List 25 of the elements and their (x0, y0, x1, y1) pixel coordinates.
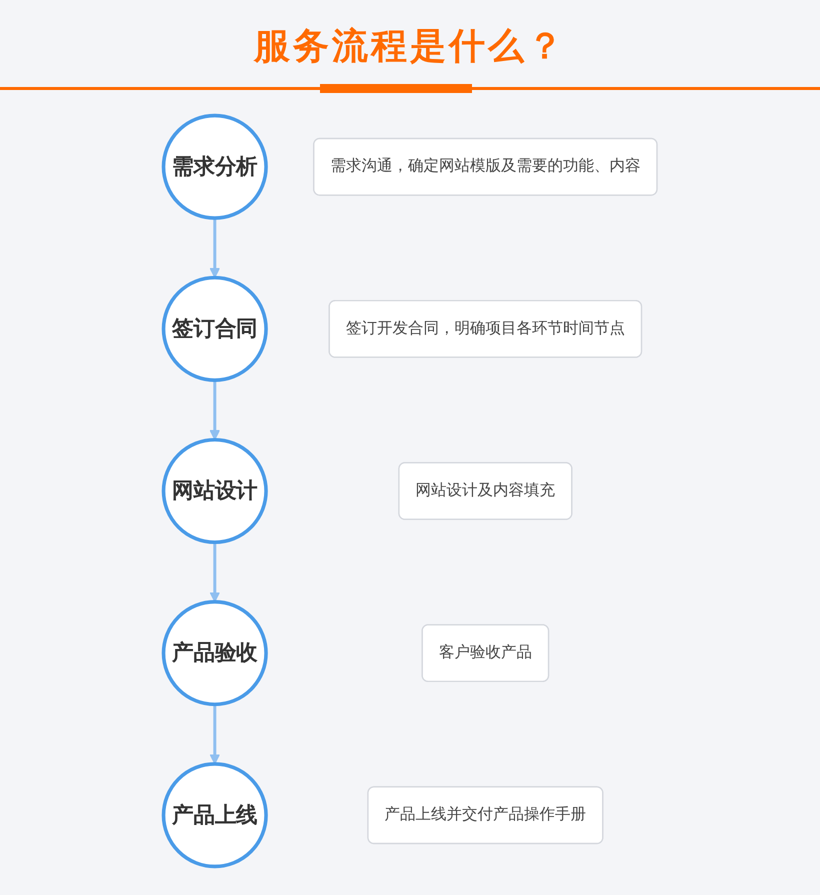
step-circle (161, 276, 268, 382)
arrow (209, 542, 220, 602)
arrow (209, 380, 220, 440)
arrow (209, 218, 220, 278)
speech-bubble (328, 300, 642, 358)
step-description: 签订开发合同，明确项目各环节时间节点 (346, 320, 625, 338)
step-circle (161, 438, 268, 544)
title: 服务流程是什么？ (254, 25, 566, 69)
speech-bubble (312, 138, 658, 196)
step-circle (161, 762, 268, 868)
step-title: 网站设计 (172, 478, 258, 504)
step-description: 产品上线并交付产品操作手册 (384, 806, 586, 824)
speech-bubble (367, 786, 604, 844)
step-title: 产品上线 (172, 802, 258, 828)
step-description: 网站设计及内容填充 (415, 482, 555, 500)
step-circle (161, 114, 268, 220)
arrow (209, 704, 220, 764)
step-description: 客户验收产品 (438, 644, 532, 662)
step-title: 签订合同 (172, 316, 258, 342)
step-circle (161, 600, 268, 706)
speech-bubble (421, 624, 549, 682)
step-title: 需求分析 (172, 154, 258, 180)
speech-bubble (398, 462, 572, 520)
step-description: 需求沟通，确定网站模版及需要的功能、内容 (330, 158, 640, 176)
step-title: 产品验收 (172, 640, 258, 666)
